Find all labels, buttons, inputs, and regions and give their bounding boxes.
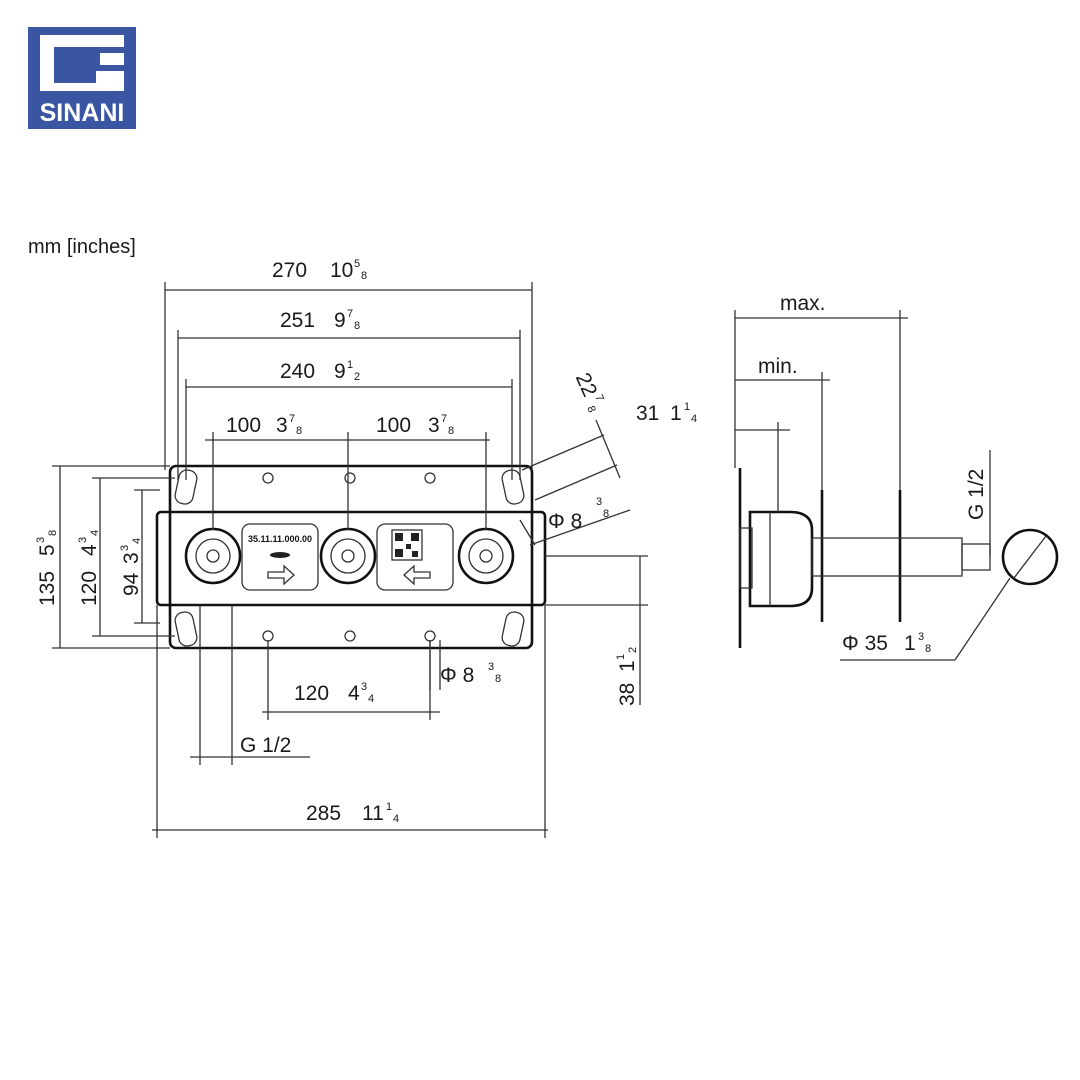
dim-thread-bottom: G 1/2 — [240, 734, 291, 757]
svg-text:4: 4 — [131, 538, 143, 544]
svg-text:3: 3 — [77, 537, 89, 543]
svg-text:120: 120 — [78, 571, 101, 606]
arrow-right-icon — [267, 564, 295, 586]
dim-285: 285 11 1 4 — [306, 801, 399, 825]
svg-text:Φ 8: Φ 8 — [548, 510, 582, 533]
svg-text:8: 8 — [296, 425, 302, 437]
svg-text:270: 270 — [272, 259, 307, 282]
svg-text:7: 7 — [347, 308, 353, 320]
dim-31: 31 1 1 4 — [636, 401, 697, 425]
svg-text:9: 9 — [334, 309, 346, 332]
svg-text:4: 4 — [393, 813, 399, 825]
dim-38: 38 1 1 2 — [615, 647, 639, 706]
sinani-logo: SINANI — [28, 27, 136, 129]
svg-text:240: 240 — [280, 360, 315, 383]
logo-wordmark: SINANI — [40, 99, 125, 127]
side-dimension-lines — [734, 310, 1011, 661]
svg-text:1: 1 — [347, 359, 353, 371]
dimension-lines — [52, 282, 648, 838]
side-view — [738, 468, 1059, 648]
flow-icon — [270, 552, 290, 558]
svg-text:3: 3 — [918, 631, 924, 643]
svg-text:100: 100 — [226, 414, 261, 437]
svg-text:94: 94 — [120, 572, 143, 596]
svg-text:1: 1 — [616, 660, 639, 672]
qr-code-icon — [391, 529, 423, 561]
dim-phi-8-bottom: Φ 8 3 8 — [440, 661, 501, 687]
svg-text:8: 8 — [603, 508, 609, 520]
valve-right — [457, 527, 515, 585]
dim-94: 94 3 3 4 — [119, 538, 143, 596]
svg-text:5: 5 — [354, 258, 360, 270]
dim-100-left: 100 3 7 8 — [226, 413, 302, 437]
svg-text:8: 8 — [584, 404, 597, 414]
svg-text:31: 31 — [636, 402, 659, 425]
dim-thread-side: G 1/2 — [965, 469, 988, 520]
svg-text:3: 3 — [119, 545, 131, 551]
dim-100-right: 100 3 7 8 — [376, 413, 454, 437]
svg-text:4: 4 — [348, 682, 360, 705]
svg-text:4: 4 — [691, 413, 697, 425]
svg-text:3: 3 — [596, 496, 602, 508]
svg-text:120: 120 — [294, 682, 329, 705]
svg-text:11: 11 — [362, 802, 384, 825]
svg-text:7: 7 — [289, 413, 295, 425]
svg-text:4: 4 — [89, 530, 101, 536]
svg-text:285: 285 — [306, 802, 341, 825]
svg-text:Φ 35: Φ 35 — [842, 632, 888, 655]
mounting-plate-front-view: 35.11.11.000.00 — [155, 464, 547, 650]
svg-text:1: 1 — [670, 402, 682, 425]
svg-text:4: 4 — [368, 693, 374, 705]
svg-text:2: 2 — [354, 371, 360, 383]
svg-text:38: 38 — [616, 683, 639, 706]
svg-text:8: 8 — [448, 425, 454, 437]
svg-text:3: 3 — [488, 661, 494, 673]
dim-max: max. — [780, 292, 826, 315]
valve-center — [319, 527, 377, 585]
svg-text:1: 1 — [386, 801, 392, 813]
dim-phi-8-top: Φ 8 3 8 — [548, 496, 609, 533]
dim-240: 240 9 1 2 — [280, 359, 360, 383]
svg-text:100: 100 — [376, 414, 411, 437]
part-code: 35.11.11.000.00 — [248, 534, 312, 544]
dim-120-bottom: 120 4 3 4 — [294, 681, 374, 705]
svg-text:4: 4 — [78, 544, 101, 556]
svg-text:1: 1 — [904, 632, 916, 655]
svg-text:8: 8 — [354, 320, 360, 332]
dim-120-height: 120 4 3 4 — [77, 530, 101, 606]
svg-text:9: 9 — [334, 360, 346, 383]
valve-left — [184, 527, 242, 585]
svg-text:2: 2 — [627, 647, 639, 653]
dim-22: 22 7 8 — [571, 369, 606, 414]
svg-text:10: 10 — [330, 259, 353, 282]
svg-text:7: 7 — [592, 393, 605, 403]
svg-text:3: 3 — [120, 552, 143, 564]
svg-text:251: 251 — [280, 309, 315, 332]
dim-phi-35: Φ 35 1 3 8 — [842, 631, 931, 655]
svg-text:1: 1 — [684, 401, 690, 413]
svg-text:1: 1 — [615, 654, 627, 660]
svg-text:G 1/2: G 1/2 — [965, 469, 988, 520]
svg-text:8: 8 — [925, 643, 931, 655]
svg-text:8: 8 — [495, 673, 501, 685]
svg-text:3: 3 — [428, 414, 440, 437]
svg-text:5: 5 — [36, 544, 59, 556]
svg-text:135: 135 — [36, 571, 59, 606]
svg-text:7: 7 — [441, 413, 447, 425]
arrow-left-icon — [403, 564, 431, 586]
dim-270: 270 10 5 8 — [272, 258, 367, 282]
svg-text:3: 3 — [361, 681, 367, 693]
svg-text:3: 3 — [276, 414, 288, 437]
dim-251: 251 9 7 8 — [280, 308, 360, 332]
units-label: mm [inches] — [28, 236, 136, 258]
svg-text:8: 8 — [47, 530, 59, 536]
svg-text:3: 3 — [35, 537, 47, 543]
dim-min: min. — [758, 355, 798, 378]
dim-135: 135 5 3 8 — [35, 530, 59, 606]
svg-text:Φ 8: Φ 8 — [440, 664, 474, 687]
svg-text:8: 8 — [361, 270, 367, 282]
